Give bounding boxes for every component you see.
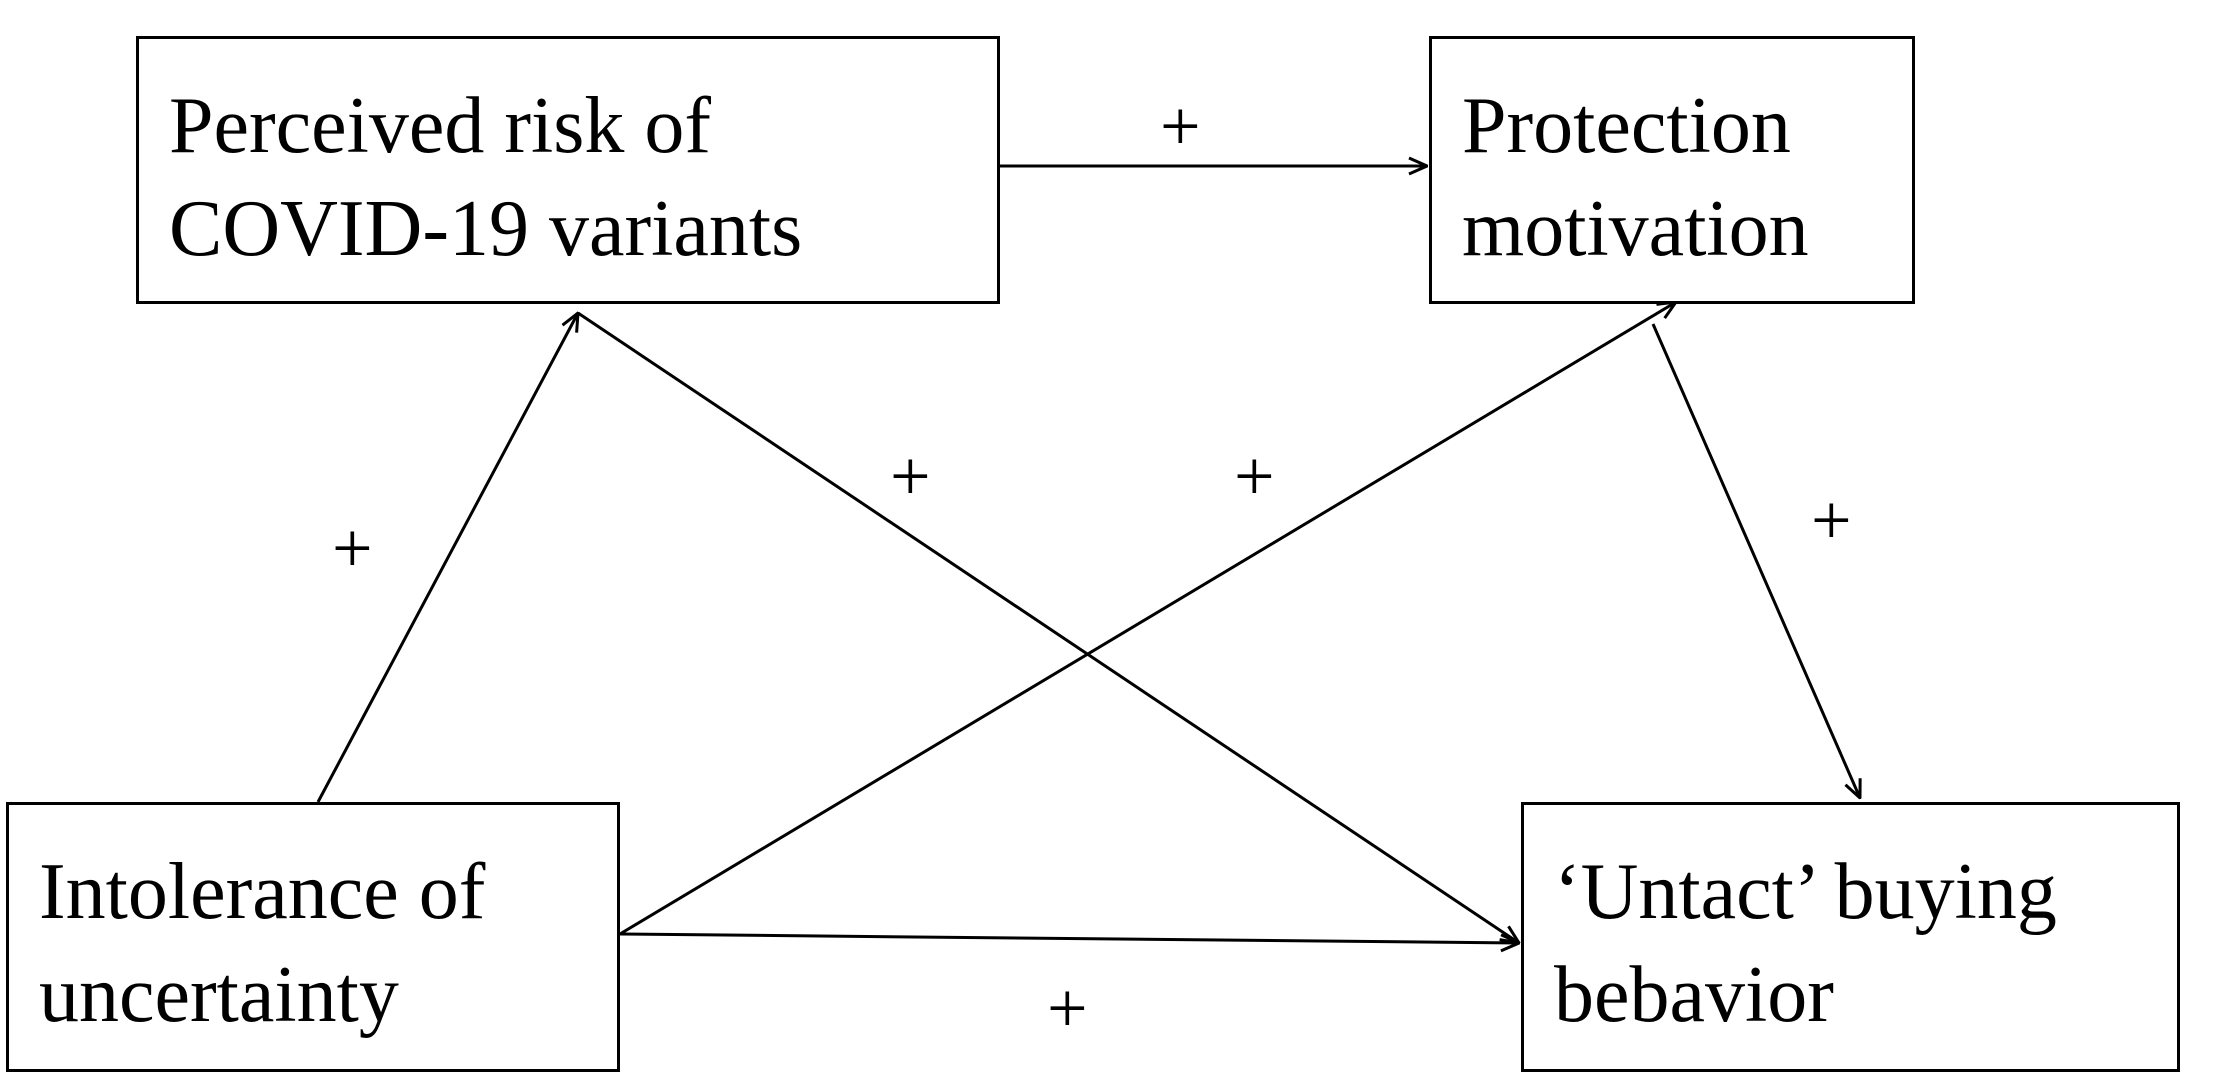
arrow-risk-to-buying <box>577 311 1519 943</box>
node-protection-motivation-line2: motivation <box>1462 185 1809 273</box>
sign-risk-to-motivation: + <box>1160 86 1201 166</box>
node-intolerance-line1: Intolerance of <box>39 848 486 936</box>
arrow-intolerance-to-risk <box>316 313 578 803</box>
arrow-motivation-to-buying <box>1651 323 1860 798</box>
node-untact-buying-line1: ‘Untact’ buying <box>1554 848 2057 936</box>
node-untact-buying: ‘Untact’ buying bebavior <box>1521 802 2180 1072</box>
sign-intolerance-to-motivation: + <box>1234 436 1275 516</box>
sign-motivation-to-buying: + <box>1811 480 1852 560</box>
sign-intolerance-to-buying: + <box>1047 968 1088 1048</box>
node-perceived-risk-line1: Perceived risk of <box>169 82 712 170</box>
sign-intolerance-to-risk: + <box>332 508 373 588</box>
arrow-intolerance-to-motivation <box>619 302 1676 936</box>
node-intolerance: Intolerance of uncertainty <box>6 802 620 1072</box>
node-intolerance-line2: uncertainty <box>39 951 399 1039</box>
node-perceived-risk-line2: COVID-19 variants <box>169 185 803 273</box>
arrow-intolerance-to-buying <box>619 932 1519 943</box>
node-protection-motivation: Protection motivation <box>1429 36 1915 304</box>
sign-risk-to-buying: + <box>890 436 931 516</box>
node-untact-buying-line2: bebavior <box>1554 951 1834 1039</box>
node-perceived-risk: Perceived risk of COVID-19 variants <box>136 36 1000 304</box>
node-protection-motivation-line1: Protection <box>1462 82 1791 170</box>
